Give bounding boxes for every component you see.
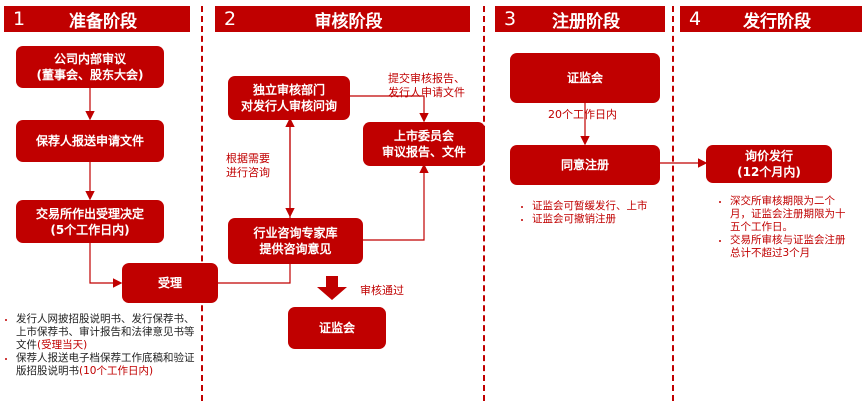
phase-title: 审核阶段 — [314, 11, 383, 32]
review-dept-line1: 独立审核部门 — [252, 83, 325, 97]
expert-pool-box: 行业咨询专家库 提供咨询意见 — [228, 218, 363, 264]
phase-number: 2 — [223, 8, 237, 30]
prepare-notes: 发行人网披招股说明书、发行保荐书、上市保荐书、审计报告和法律意见书等文件(受理当… — [2, 313, 200, 378]
phase-title: 发行阶段 — [743, 11, 811, 32]
csrc-review-label: 证监会 — [318, 321, 355, 335]
pricing-line2: (12个月内) — [737, 165, 801, 179]
sponsor-submit-box: 保荐人报送申请文件 — [16, 120, 164, 162]
days-label: 20个工作日内 — [548, 108, 617, 121]
review-dept-line2: 对发行人审核问询 — [240, 99, 337, 113]
accepted-box: 受理 — [122, 263, 218, 303]
phase-header-review: 2 审核阶段 — [215, 6, 470, 32]
board-review-box: 公司内部审议 (董事会、股东大会) — [16, 46, 164, 88]
accepted-label: 受理 — [157, 276, 182, 290]
csrc-register-box: 证监会 — [510, 53, 660, 103]
approved-label: 审核通过 — [360, 284, 404, 297]
agree-register-box: 同意注册 — [510, 145, 660, 185]
expert-pool-line1: 行业咨询专家库 — [253, 226, 338, 240]
phase-divider — [672, 6, 674, 401]
listing-committee-line2: 审议报告、文件 — [381, 145, 466, 159]
exchange-decision-box: 交易所作出受理决定 (5个工作日内) — [16, 200, 164, 243]
down-arrow-icon — [317, 276, 347, 300]
phase-title: 注册阶段 — [552, 11, 620, 32]
csrc-review-box: 证监会 — [288, 307, 386, 349]
exchange-decision-line1: 交易所作出受理决定 — [35, 206, 144, 221]
csrc-register-label: 证监会 — [566, 71, 603, 85]
phase-divider — [483, 6, 485, 401]
phase-number: 1 — [12, 8, 26, 30]
pricing-line1: 询价发行 — [744, 149, 793, 163]
sponsor-submit-label: 保荐人报送申请文件 — [35, 134, 144, 148]
phase-header-register: 3 注册阶段 — [495, 6, 665, 32]
exchange-decision-line2: (5个工作日内) — [50, 222, 130, 237]
expert-pool-line2: 提供咨询意见 — [259, 242, 332, 256]
phase-header-issue: 4 发行阶段 — [680, 6, 862, 32]
listing-committee-box: 上市委员会 审议报告、文件 — [363, 122, 485, 166]
review-dept-box: 独立审核部门 对发行人审核问询 — [228, 76, 350, 120]
agree-register-label: 同意注册 — [560, 158, 609, 172]
pricing-box: 询价发行 (12个月内) — [706, 145, 832, 183]
consult-label: 根据需要 进行咨询 — [226, 152, 270, 179]
register-note-item: 证监会可暂缓发行、上市 — [532, 200, 666, 213]
issue-notes: 深交所审核期限为二个月，证监会注册期限为十五个工作日。 交易所审核与证监会注册总… — [716, 195, 850, 260]
prepare-note-item: 发行人网披招股说明书、发行保荐书、上市保荐书、审计报告和法律意见书等文件(受理当… — [16, 313, 200, 352]
prepare-note-item: 保荐人报送电子档保荐工作底稿和验证版招股说明书(10个工作日内) — [16, 352, 200, 378]
phase-header-prepare: 1 准备阶段 — [4, 6, 190, 32]
register-note-item: 证监会可撤销注册 — [532, 213, 666, 226]
phase-number: 4 — [688, 8, 702, 30]
board-review-line2: (董事会、股东大会) — [36, 68, 144, 82]
submit-report-label: 提交审核报告、 发行人申请文件 — [388, 72, 465, 99]
phase-number: 3 — [503, 8, 517, 30]
listing-committee-line1: 上市委员会 — [393, 129, 454, 143]
issue-note-item: 交易所审核与证监会注册总计不超过3个月 — [730, 234, 850, 260]
register-notes: 证监会可暂缓发行、上市 证监会可撤销注册 — [518, 200, 666, 226]
board-review-line1: 公司内部审议 — [53, 52, 126, 66]
phase-title: 准备阶段 — [69, 11, 137, 32]
phase-divider — [201, 6, 203, 401]
issue-note-item: 深交所审核期限为二个月，证监会注册期限为十五个工作日。 — [730, 195, 850, 234]
